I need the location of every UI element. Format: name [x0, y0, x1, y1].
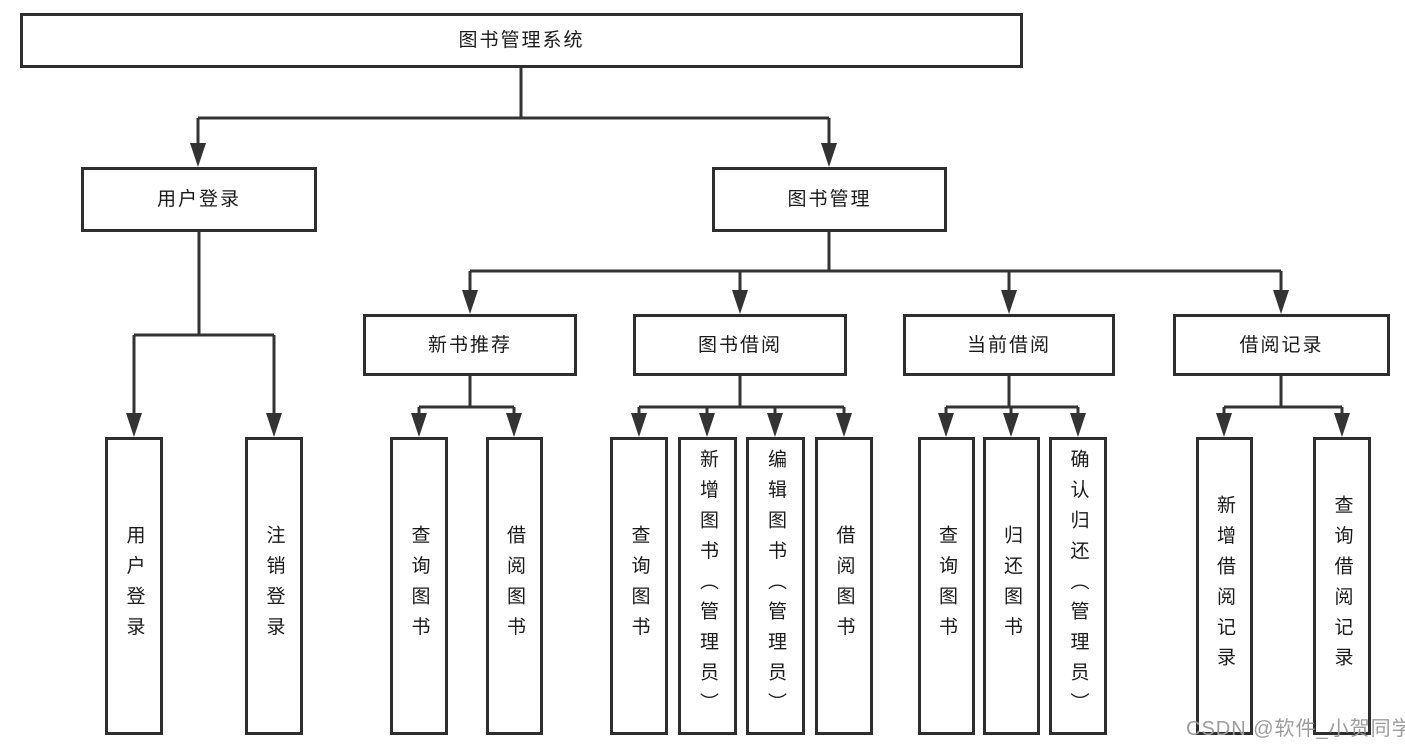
arrowhead-icon	[266, 413, 282, 437]
arrowhead-icon	[126, 413, 142, 437]
node-query-books-recommend: 查询图书	[390, 437, 448, 735]
node-label: 新书推荐	[427, 334, 512, 356]
arrowhead-icon	[1216, 413, 1232, 437]
arrowhead-icon	[1334, 413, 1350, 437]
node-label: 图书借阅	[697, 334, 782, 356]
node-confirm-return-admin: 确认归还（管理员）	[1049, 437, 1107, 735]
arrowhead-icon	[411, 413, 427, 437]
node-label: 归还图书	[1001, 525, 1022, 647]
node-user-login-leaf: 用户登录	[105, 437, 163, 735]
node-query-books-borrowing: 查询图书	[610, 437, 668, 735]
watermark: CSDN @软件_小贺同学	[1186, 718, 1405, 740]
connector-path	[417, 376, 516, 423]
connector-path	[468, 232, 1283, 300]
node-label: 新增图书（管理员）	[697, 449, 718, 723]
arrowhead-icon	[1273, 290, 1289, 314]
node-add-books-admin: 新增图书（管理员）	[678, 437, 737, 735]
node-label: 查询图书	[628, 525, 650, 647]
node-book-borrowing: 图书借阅	[633, 314, 847, 376]
arrowhead-icon	[821, 143, 837, 167]
node-new-book-recommend: 新书推荐	[363, 314, 577, 376]
arrowhead-icon	[631, 413, 647, 437]
node-label: 图书管理系统	[458, 30, 585, 51]
node-label: 新增借阅记录	[1214, 494, 1235, 678]
node-label: 查询借阅记录	[1331, 494, 1353, 678]
node-label: 查询图书	[408, 525, 430, 647]
connector-path	[196, 68, 831, 153]
node-return-books: 归还图书	[983, 437, 1040, 735]
node-label: 注销登录	[263, 525, 285, 647]
node-borrowing-records: 借阅记录	[1173, 314, 1390, 376]
arrowhead-icon	[1001, 290, 1017, 314]
arrowhead-icon	[836, 413, 852, 437]
arrowhead-icon	[1070, 413, 1086, 437]
node-label: 借阅记录	[1239, 334, 1324, 356]
node-label: 用户登录	[123, 525, 145, 647]
node-query-borrow-record: 查询借阅记录	[1313, 437, 1371, 735]
node-label: 编辑图书（管理员）	[765, 449, 786, 723]
node-label: 查询图书	[936, 525, 957, 647]
node-label: 用户登录	[156, 189, 241, 210]
node-query-books-current: 查询图书	[918, 437, 975, 735]
node-label: 图书管理	[787, 189, 872, 210]
connector-path	[132, 232, 276, 423]
node-root-system: 图书管理系统	[20, 13, 1023, 68]
arrowhead-icon	[732, 290, 748, 314]
arrowhead-icon	[506, 413, 522, 437]
node-borrow-books-recommend: 借阅图书	[486, 437, 543, 735]
node-user-login: 用户登录	[81, 167, 317, 232]
node-edit-books-admin: 编辑图书（管理员）	[746, 437, 805, 735]
node-borrow-books-borrowing: 借阅图书	[815, 437, 873, 735]
node-label: 当前借阅	[966, 334, 1051, 356]
node-label: 确认归还（管理员）	[1067, 449, 1089, 723]
node-label: 借阅图书	[504, 525, 525, 647]
arrowhead-icon	[767, 413, 783, 437]
node-logout-leaf: 注销登录	[245, 437, 303, 735]
node-current-borrowing: 当前借阅	[903, 314, 1115, 376]
node-add-borrow-record: 新增借阅记录	[1196, 437, 1253, 735]
arrowhead-icon	[462, 290, 478, 314]
arrowhead-icon	[190, 143, 206, 167]
connector-path	[1222, 376, 1344, 423]
node-label: 借阅图书	[833, 525, 855, 647]
arrowhead-icon	[938, 413, 954, 437]
arrowhead-icon	[1003, 413, 1019, 437]
node-book-management: 图书管理	[712, 167, 947, 232]
arrowhead-icon	[699, 413, 715, 437]
